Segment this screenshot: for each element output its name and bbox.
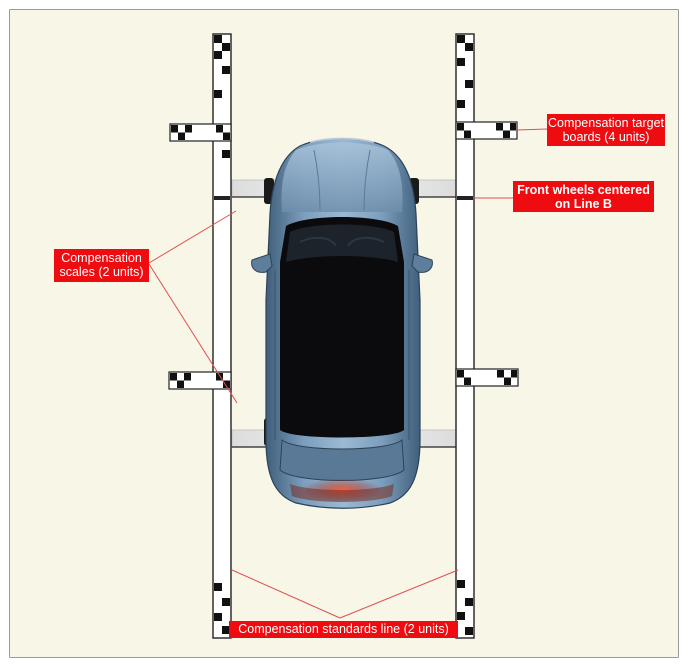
target-board-left-front [169,123,232,142]
callout-target-boards-line1: Compensation target [547,116,665,130]
leader-lines [148,128,548,619]
callout-standards-line-text: Compensation standards line (2 units) [238,622,449,636]
target-board-right-rear [455,368,519,387]
right-compensation-rail [455,33,475,639]
callout-front-wheels-line2: on Line B [555,197,612,211]
left-compensation-rail [212,33,232,639]
callout-target-boards: Compensation target boards (4 units) [547,114,665,146]
callout-standards-line: Compensation standards line (2 units) [229,621,458,638]
callout-scales: Compensation scales (2 units) [54,249,149,282]
vehicle-top-view [251,137,433,509]
target-board-left-rear [168,371,232,390]
callout-scales-line1: Compensation [61,251,142,265]
callout-target-boards-line2: boards (4 units) [562,130,650,144]
callout-front-wheels-line1: Front wheels centered [517,183,650,197]
callout-front-wheels: Front wheels centered on Line B [513,181,654,212]
target-board-right-front [455,121,518,140]
callout-scales-line2: scales (2 units) [59,265,144,279]
